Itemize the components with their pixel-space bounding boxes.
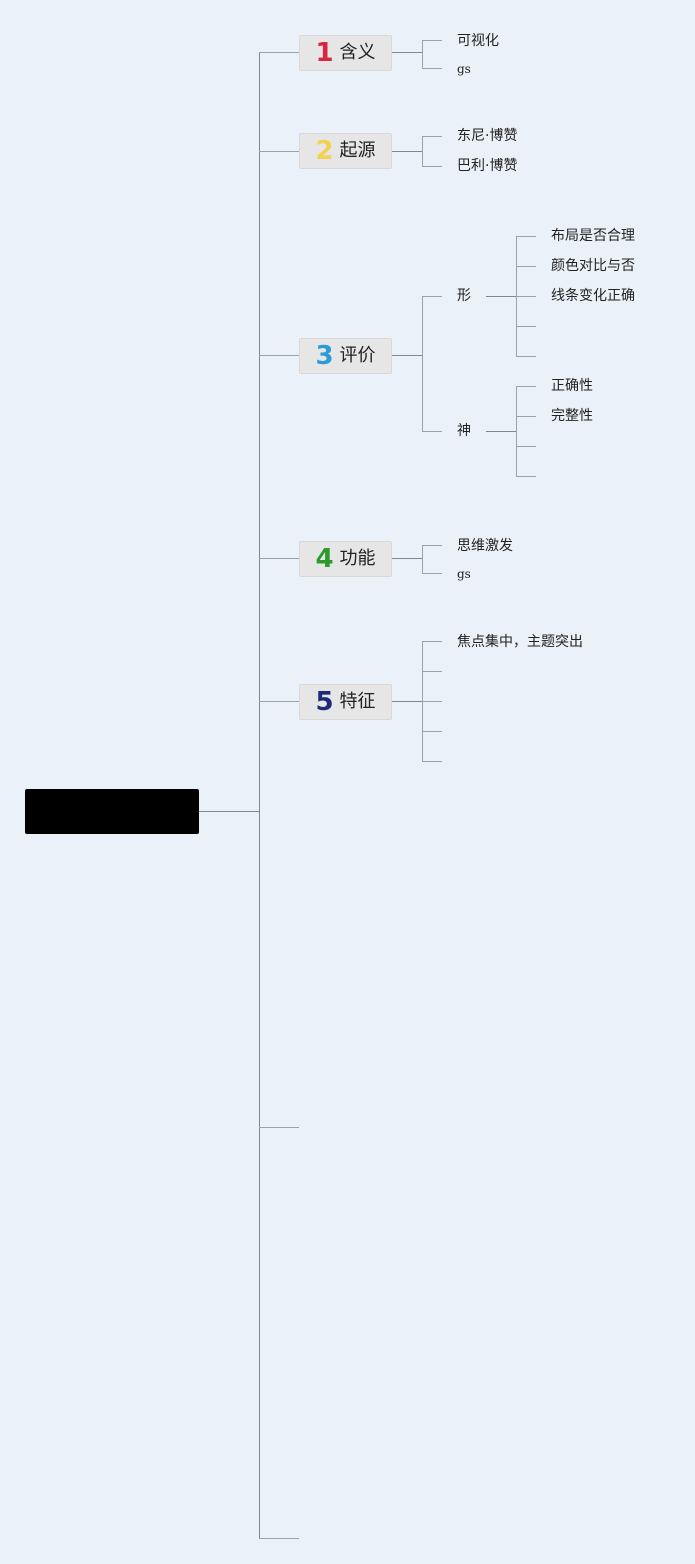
number-3-icon: 3 xyxy=(315,341,334,371)
topic-bracket xyxy=(422,296,423,431)
child-tick xyxy=(422,431,442,432)
spine-tick xyxy=(259,701,299,702)
spine-tick xyxy=(259,355,299,356)
leaf-node[interactable]: 巴利·博赞 xyxy=(457,158,518,174)
topic-3[interactable]: 3 评价 xyxy=(299,338,392,374)
topic-connector xyxy=(392,558,422,559)
child-tick xyxy=(516,236,536,237)
leaf-node[interactable]: 完整性 xyxy=(551,408,593,424)
leaf-node[interactable]: 可视化 xyxy=(457,33,499,49)
spine-tick xyxy=(259,151,299,152)
leaf-node[interactable]: 思维激发 xyxy=(457,538,513,554)
branch-connector xyxy=(486,296,516,297)
topic-label: 功能 xyxy=(339,548,376,569)
leaf-node[interactable]: 线条变化正确 xyxy=(551,288,635,304)
branch-node[interactable]: 神 xyxy=(457,423,471,439)
number-5-icon: 5 xyxy=(315,687,334,717)
branch-node[interactable]: 形 xyxy=(457,288,471,304)
spine-tick xyxy=(259,558,299,559)
number-1-icon: 1 xyxy=(315,38,334,68)
child-tick xyxy=(516,296,536,297)
number-4-icon: 4 xyxy=(315,544,334,574)
child-tick xyxy=(422,545,442,546)
topic-bracket xyxy=(422,40,423,68)
topic-1[interactable]: 1 含义 xyxy=(299,35,392,71)
topic-bracket xyxy=(422,545,423,573)
child-tick xyxy=(422,68,442,69)
child-tick xyxy=(516,446,536,447)
topic-label: 评价 xyxy=(339,345,376,366)
spine-tick-empty xyxy=(259,1538,299,1539)
topic-4[interactable]: 4 功能 xyxy=(299,541,392,577)
root-connector xyxy=(199,811,259,812)
child-tick xyxy=(422,573,442,574)
child-tick xyxy=(422,701,442,702)
topic-bracket xyxy=(422,136,423,166)
leaf-node[interactable]: 颜色对比与否 xyxy=(551,258,635,274)
leaf-node[interactable]: gs xyxy=(457,567,471,581)
leaf-node[interactable]: 焦点集中，主题突出 xyxy=(457,634,583,650)
root-node[interactable] xyxy=(25,789,199,834)
number-2-icon: 2 xyxy=(315,136,334,166)
topic-connector xyxy=(392,52,422,53)
main-spine xyxy=(259,52,260,1538)
child-tick xyxy=(516,386,536,387)
branch-connector xyxy=(486,431,516,432)
topic-label: 起源 xyxy=(339,140,376,161)
topic-connector xyxy=(392,701,422,702)
child-tick xyxy=(422,671,442,672)
topic-connector xyxy=(392,151,422,152)
branch-bracket xyxy=(516,386,517,476)
child-tick xyxy=(516,266,536,267)
topic-label: 特征 xyxy=(339,691,376,712)
child-tick xyxy=(422,136,442,137)
leaf-node[interactable]: gs xyxy=(457,62,471,76)
topic-2[interactable]: 2 起源 xyxy=(299,133,392,169)
child-tick xyxy=(516,326,536,327)
topic-label: 含义 xyxy=(339,42,376,63)
child-tick xyxy=(422,40,442,41)
topic-5[interactable]: 5 特征 xyxy=(299,684,392,720)
child-tick xyxy=(516,476,536,477)
spine-tick-empty xyxy=(259,1127,299,1128)
child-tick xyxy=(422,641,442,642)
child-tick xyxy=(422,761,442,762)
child-tick xyxy=(516,356,536,357)
topic-connector xyxy=(392,355,422,356)
leaf-node[interactable]: 正确性 xyxy=(551,378,593,394)
child-tick xyxy=(516,416,536,417)
spine-tick xyxy=(259,52,299,53)
child-tick xyxy=(422,731,442,732)
leaf-node[interactable]: 布局是否合理 xyxy=(551,228,635,244)
child-tick xyxy=(422,296,442,297)
leaf-node[interactable]: 东尼·博赞 xyxy=(457,128,518,144)
child-tick xyxy=(422,166,442,167)
